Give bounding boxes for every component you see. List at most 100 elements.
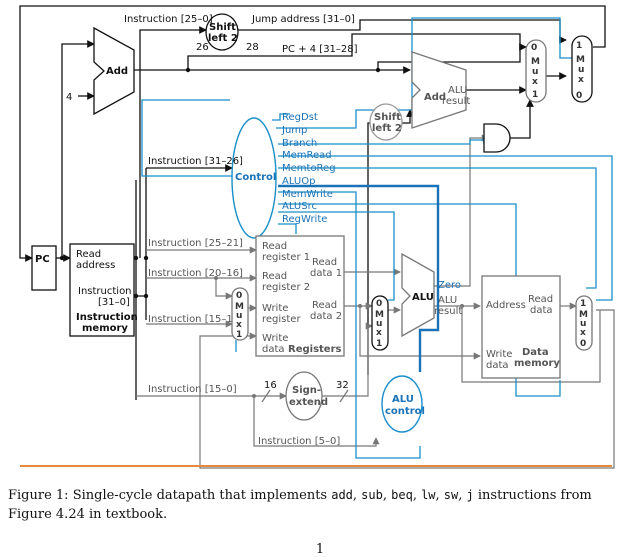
- reg-write-data-2: data: [262, 344, 285, 355]
- instruction-memory: Read address Instruction [31–0] Instruct…: [69, 243, 138, 337]
- alusrc-mux-x: x: [376, 328, 382, 338]
- im-read-address-2: address: [76, 260, 115, 271]
- bits-26-label: 26: [196, 42, 209, 53]
- alu-control-2: control: [385, 406, 425, 417]
- jump-mux-u: u: [578, 65, 584, 75]
- add-label: Add: [106, 66, 128, 77]
- field-funct: Instruction [5–0]: [258, 436, 340, 447]
- datapath-diagram: PC Add 4 Read address Instruction [31–0]…: [19, 5, 615, 469]
- reg-read-reg1-2: register 1: [262, 252, 310, 263]
- alusrc-mux-u: u: [376, 319, 382, 329]
- jump-mux-x: x: [578, 75, 584, 85]
- reg-read-data1-1: Read: [312, 257, 337, 268]
- dm-name-2: memory: [514, 358, 560, 369]
- jump-mux-m: M: [576, 55, 585, 65]
- caption-instr-sub: sub: [361, 488, 383, 502]
- bits-28-label: 28: [246, 42, 259, 53]
- signal-memread: MemRead: [282, 150, 332, 161]
- field-imm: Instruction [15–0]: [148, 384, 237, 395]
- jump-address-label: Jump address [31–0]: [251, 14, 355, 25]
- alu-result-1: ALU: [438, 295, 457, 306]
- alu-zero-label: Zero: [438, 280, 461, 291]
- regdst-mux-u: u: [236, 311, 242, 321]
- sign-extend: Sign- extend 16 32: [261, 371, 349, 421]
- regdst-mux-zero: 0: [236, 291, 242, 301]
- alu-result-2: result: [434, 306, 462, 317]
- figure-caption: Figure 1: Single-cycle datapath that imp…: [8, 488, 592, 522]
- regdst-mux-m: M: [235, 302, 244, 312]
- branch-result-label: result: [442, 96, 470, 107]
- regdst-mux-x: x: [236, 320, 242, 330]
- constant-four: 4: [66, 92, 72, 103]
- dm-write-data-1: Write: [486, 349, 512, 360]
- branch-mux: 0 M u x 1: [525, 39, 547, 103]
- alusrc-mux: 0 M u x 1: [371, 295, 389, 351]
- page-number: 1: [315, 542, 325, 557]
- regdst-mux: 0 M u x 1: [231, 287, 249, 341]
- caption-suffix: instructions from Figure 4.24 in textboo…: [8, 488, 592, 522]
- sign-extend-in-bits: 16: [264, 380, 277, 391]
- caption-instr-add: add: [331, 488, 353, 502]
- caption-instr-lw: lw: [421, 488, 436, 502]
- memtoreg-mux-one: 1: [580, 299, 586, 309]
- sign-extend-1: Sign-: [292, 385, 321, 396]
- top-labels: Instruction [25–0] Jump address [31–0] 2…: [124, 14, 358, 55]
- shift-left-mid: Shift left 2: [369, 103, 403, 141]
- im-name-2: memory: [82, 323, 128, 334]
- alu-control-1: ALU: [392, 394, 414, 405]
- dm-name-1: Data: [522, 347, 549, 358]
- control-wires: [141, 17, 613, 459]
- reg-read-reg2-1: Read: [262, 271, 287, 282]
- pc-label: PC: [35, 254, 50, 265]
- jump-mux-zero: 0: [576, 91, 582, 101]
- register-file: Read register 1 Read register 2 Write re…: [255, 235, 345, 357]
- alu-name: ALU: [412, 292, 434, 303]
- im-read-address-1: Read: [76, 249, 101, 260]
- signal-aluop: ALUOp: [282, 176, 315, 187]
- branch-add-label: Add: [424, 92, 446, 103]
- dm-write-data-2: data: [486, 360, 509, 371]
- main-alu: ALU Zero ALU result: [401, 252, 462, 338]
- branch-mux-x: x: [532, 77, 538, 87]
- reg-read-reg1-1: Read: [262, 241, 287, 252]
- branch-mux-one: 1: [532, 90, 538, 100]
- im-instruction-1: Instruction: [78, 286, 132, 297]
- pc-register: PC: [31, 245, 57, 291]
- shift-top-1: Shift: [209, 22, 236, 33]
- sign-extend-out-bits: 32: [336, 380, 349, 391]
- caption-instr-sw: sw: [443, 488, 459, 502]
- data-memory: Address Read data Write data Data memory: [481, 275, 561, 379]
- field-rd: Instruction [15–11]: [148, 314, 243, 325]
- jump-mux-one: 1: [576, 41, 582, 51]
- dm-read-data-1: Read: [528, 294, 553, 305]
- signal-jump: Jump: [281, 125, 307, 136]
- memtoreg-mux-zero: 0: [580, 339, 586, 349]
- caption-prefix: Figure 1: Single-cycle datapath that imp…: [8, 488, 332, 503]
- reg-read-data2-1: Read: [312, 300, 337, 311]
- alusrc-mux-m: M: [375, 310, 384, 320]
- gray-wires: [136, 134, 615, 469]
- sign-extend-2: extend: [289, 397, 328, 408]
- signal-memwrite: MemWrite: [282, 189, 333, 200]
- branch-alu-label: ALU: [448, 85, 467, 96]
- signal-memtoreg: MemtoReg: [282, 163, 336, 174]
- signal-branch: Branch: [282, 138, 317, 149]
- caption-instr-beq: beq: [391, 488, 413, 502]
- alu-control: ALU control: [381, 375, 425, 433]
- reg-write-reg-1: Write: [262, 303, 288, 314]
- alusrc-mux-one: 1: [376, 339, 382, 349]
- jump-mux: 1 M u x 0: [571, 35, 593, 103]
- pc-plus-4-label: PC + 4 [31–28]: [282, 44, 358, 55]
- alusrc-mux-zero: 0: [376, 299, 382, 309]
- memtoreg-mux-m: M: [579, 310, 588, 320]
- regdst-mux-one: 1: [236, 330, 242, 340]
- branch-mux-zero: 0: [531, 43, 537, 53]
- signal-regwrite: RegWrite: [282, 214, 327, 225]
- shift-mid-2: left 2: [372, 123, 402, 134]
- field-rs: Instruction [25–21]: [148, 238, 243, 249]
- signal-regdst: RegDst: [282, 112, 318, 123]
- reg-write-reg-2: register: [262, 314, 301, 325]
- branch-mux-m: M: [531, 57, 540, 67]
- shift-mid-1: Shift: [374, 112, 401, 123]
- registers-name: Registers: [288, 344, 342, 355]
